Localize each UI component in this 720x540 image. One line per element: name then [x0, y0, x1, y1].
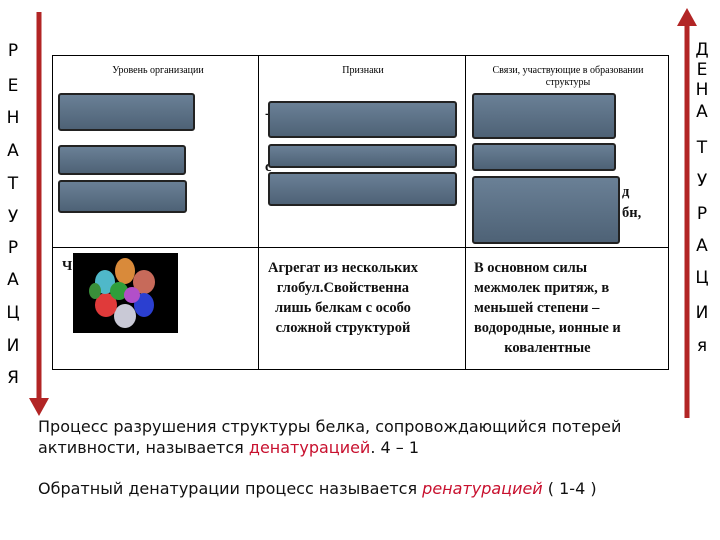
- fragment-text: Ч: [62, 259, 73, 274]
- hidden-answer-box[interactable]: [58, 145, 186, 175]
- left-letter: У: [7, 207, 19, 227]
- fragment-text: бн,: [622, 205, 642, 221]
- left-letter: Ц: [6, 303, 20, 323]
- left-letter: Е: [7, 76, 19, 96]
- features-line: глобул.Свойственна: [276, 280, 410, 296]
- hidden-answer-box[interactable]: [58, 93, 195, 131]
- definition-text: ( 1-4 ): [542, 479, 597, 498]
- denaturation-term: денатурацией: [248, 438, 371, 457]
- row-divider: [53, 247, 668, 248]
- right-letter: Е: [696, 60, 708, 80]
- definition-text: Процесс разрушения структуры белка, сопр…: [38, 417, 622, 436]
- hidden-answer-box[interactable]: [472, 176, 620, 244]
- hidden-answer-box[interactable]: [58, 180, 187, 213]
- left-arrow: [29, 12, 49, 416]
- bonds-line: межмолек притяж, в: [474, 280, 610, 296]
- right-letter: я: [696, 336, 708, 356]
- definition-text: активности, называется: [38, 438, 249, 457]
- definition-text: . 4 – 1: [370, 438, 420, 457]
- left-letter: Р: [7, 41, 19, 61]
- definition-text: Обратный денатурации процесс называется: [38, 479, 423, 498]
- fragment-text: д: [622, 184, 630, 200]
- left-letter: Н: [6, 108, 20, 128]
- hidden-answer-box[interactable]: [472, 93, 616, 139]
- bonds-line: ковалентные: [504, 340, 591, 356]
- column-divider: [258, 56, 259, 369]
- bonds-line: меньшей степени –: [474, 300, 600, 316]
- left-letter: А: [7, 270, 19, 290]
- right-letter: Т: [696, 138, 708, 158]
- hidden-answer-box[interactable]: [268, 144, 457, 168]
- right-letter: У: [696, 171, 708, 191]
- left-letter: И: [6, 336, 20, 356]
- left-letter: А: [7, 141, 19, 161]
- right-arrow: [677, 8, 697, 418]
- bonds-line: водородные, ионные и: [474, 320, 621, 336]
- features-line: лишь белкам с особо: [275, 300, 411, 316]
- bonds-line: В основном силы: [474, 260, 588, 276]
- fragment-text: -: [265, 104, 270, 124]
- quaternary-protein-image: [73, 253, 178, 333]
- header-level: Уровень организации: [112, 65, 204, 76]
- features-line: Агрегат из нескольких: [268, 260, 418, 276]
- left-letter: Р: [7, 238, 19, 258]
- hidden-answer-box[interactable]: [472, 143, 616, 171]
- right-letter: Р: [696, 204, 708, 224]
- column-divider: [465, 56, 466, 369]
- features-line: сложной структурой: [275, 320, 411, 336]
- right-letter: Ц: [695, 268, 709, 288]
- right-letter: А: [696, 236, 708, 256]
- renaturation-term: ренатурацией: [422, 479, 543, 498]
- right-letter: А: [696, 102, 708, 122]
- right-letter: И: [695, 303, 709, 323]
- header-bonds: Связи, участвующие в образовании структу…: [492, 65, 644, 88]
- quaternary-bonds: В основном силы межмолек притяж, в меньш…: [474, 258, 621, 358]
- right-letter: Н: [695, 80, 709, 100]
- left-letter: Я: [7, 368, 19, 388]
- renaturation-definition: Обратный денатурации процесс называется …: [38, 478, 708, 499]
- hidden-answer-box[interactable]: [268, 172, 457, 206]
- header-features: Признаки: [342, 65, 384, 76]
- hidden-answer-box[interactable]: [268, 101, 457, 138]
- denaturation-definition: Процесс разрушения структуры белка, сопр…: [38, 416, 708, 458]
- quaternary-features: Агрегат из нескольких глобул.Свойственна…: [268, 258, 418, 338]
- left-letter: Т: [7, 174, 19, 194]
- right-letter: Д: [695, 40, 709, 60]
